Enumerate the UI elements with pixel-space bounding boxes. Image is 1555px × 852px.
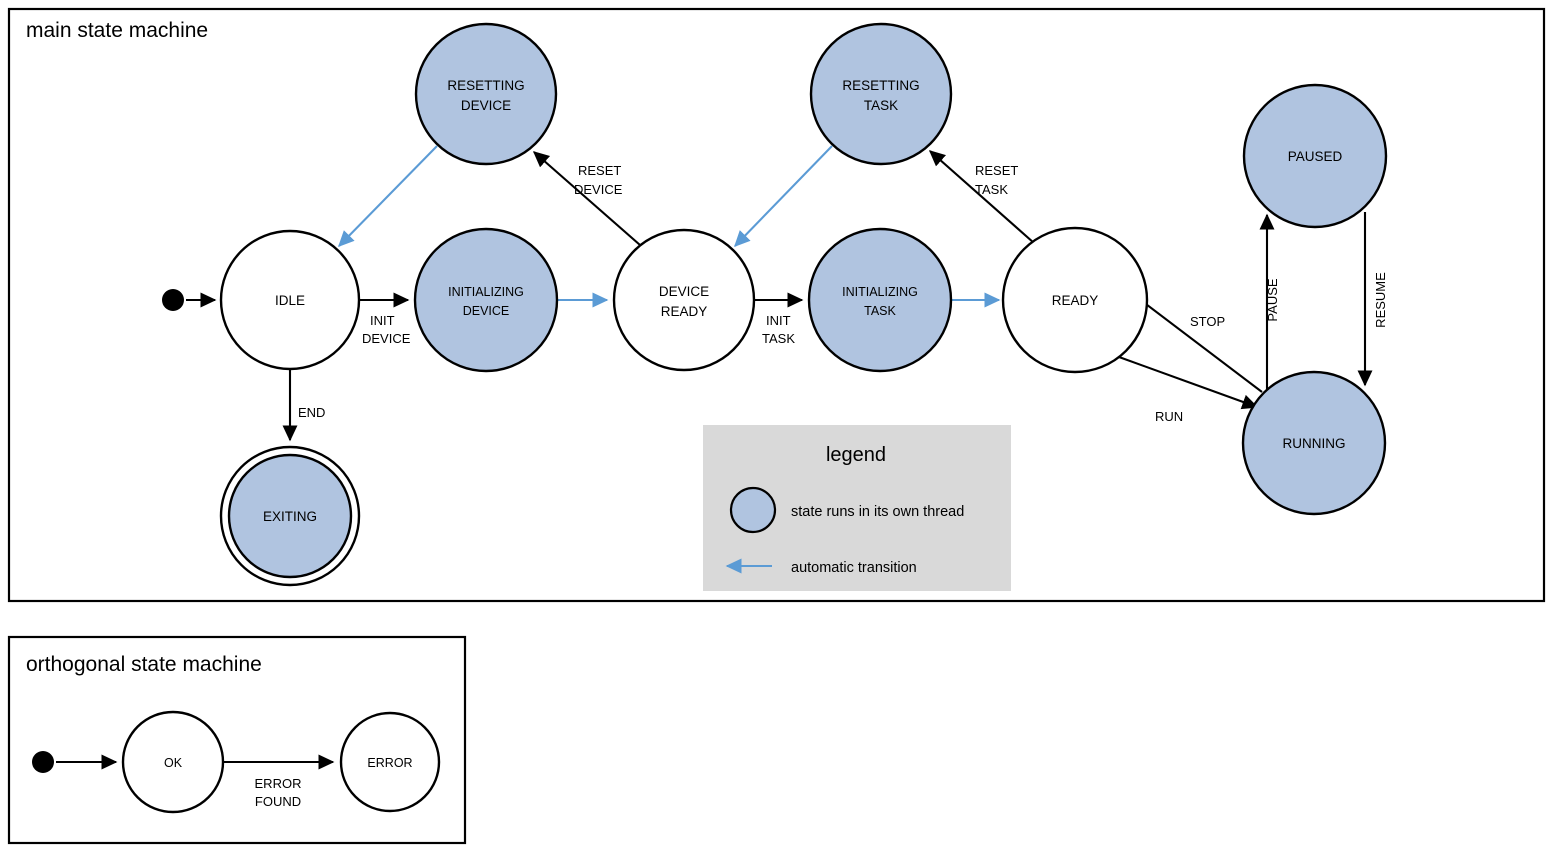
state-resetting-device[interactable]: RESETTING DEVICE [414,22,558,166]
state-circle-exiting [227,453,353,579]
transition-label-init-device-line2: DEVICE [362,331,411,346]
main-transitions: INIT DEVICE RESET DEVICE INIT TASK RESET… [186,145,1388,442]
transition-resetting-device-to-idle [338,145,438,247]
state-initializing-device[interactable]: INITIALIZING DEVICE [413,227,559,373]
transition-label-pause: PAUSE [1265,278,1280,321]
state-circle-ok [121,710,225,814]
state-circle-error [339,711,441,813]
state-label-ok: OK [164,756,183,770]
state-label-initializing-task-line2: TASK [864,304,896,318]
transition-label-stop: STOP [1190,314,1225,329]
legend-thread-state-label: state runs in its own thread [791,504,964,520]
transition-label-run: RUN [1155,409,1183,424]
orthogonal-transitions: ERROR FOUND [56,754,335,809]
transition-label-reset-task-line2: TASK [975,182,1008,197]
state-label-initializing-task-line1: INITIALIZING [842,285,918,299]
transition-label-init-task-line2: TASK [762,331,795,346]
legend-thread-state-swatch-icon [729,486,777,534]
transition-ready-to-running [1118,356,1259,410]
state-label-device-ready-line2: READY [661,304,708,319]
state-circle-idle [219,229,361,371]
state-device-ready[interactable]: DEVICE READY [612,228,756,372]
state-label-error: ERROR [367,756,412,770]
state-error[interactable]: ERROR [339,711,441,813]
state-circle-resetting-device [414,22,558,166]
state-resetting-task[interactable]: RESETTING TASK [809,22,953,166]
main-frame-title: main state machine [26,19,208,42]
transition-label-error-found-line2: FOUND [255,794,301,809]
state-ready[interactable]: READY [1001,226,1149,374]
state-label-resetting-task-line2: TASK [864,98,898,113]
state-label-paused: PAUSED [1288,149,1343,164]
state-label-running: RUNNING [1283,436,1346,451]
transition-label-init-device-line1: INIT [370,313,395,328]
state-ok[interactable]: OK [121,710,225,814]
transition-label-reset-device-line2: DEVICE [574,182,623,197]
state-label-ready: READY [1052,293,1099,308]
state-label-resetting-device-line1: RESETTING [447,78,524,93]
transition-ready-to-resetting-task [928,150,1035,244]
legend-title: legend [826,444,886,466]
state-circle-resetting-task [809,22,953,166]
state-running[interactable]: RUNNING [1241,370,1387,516]
initial-state-dot-icon [162,289,184,311]
legend-auto-transition-label: automatic transition [791,560,917,576]
state-circle-paused [1242,83,1388,229]
state-circle-running [1241,370,1387,516]
state-label-idle: IDLE [275,293,305,308]
state-label-initializing-device-line1: INITIALIZING [448,285,524,299]
state-label-resetting-device-line2: DEVICE [461,98,511,113]
legend: legend state runs in its own thread auto… [703,425,1011,591]
state-initializing-task[interactable]: INITIALIZING TASK [807,227,953,373]
transition-label-reset-device-line1: RESET [578,163,621,178]
transition-label-init-task-line1: INIT [766,313,791,328]
transition-resetting-task-to-device-ready [734,145,833,248]
state-initial-orthogonal[interactable] [32,751,54,773]
transition-device-ready-to-resetting-device [532,151,641,246]
state-label-resetting-task-line1: RESETTING [842,78,919,93]
state-initial-main[interactable] [162,289,184,311]
transition-label-end: END [298,405,325,420]
transition-running-to-ready [1128,291,1263,393]
state-label-initializing-device-line2: DEVICE [463,304,510,318]
final-state-outer-ring [219,445,361,587]
state-idle[interactable]: IDLE [219,229,361,371]
state-label-device-ready-line1: DEVICE [659,284,709,299]
state-exiting[interactable]: EXITING [219,445,361,587]
state-circle-initializing-device [413,227,559,373]
transition-label-reset-task-line1: RESET [975,163,1018,178]
transition-label-resume: RESUME [1373,272,1388,328]
state-circle-ready [1001,226,1149,374]
state-circle-device-ready [612,228,756,372]
transition-label-error-found-line1: ERROR [255,776,302,791]
initial-state-dot-icon [32,751,54,773]
state-paused[interactable]: PAUSED [1242,83,1388,229]
state-label-exiting: EXITING [263,509,317,524]
orthogonal-frame-title: orthogonal state machine [26,653,262,676]
state-circle-initializing-task [807,227,953,373]
